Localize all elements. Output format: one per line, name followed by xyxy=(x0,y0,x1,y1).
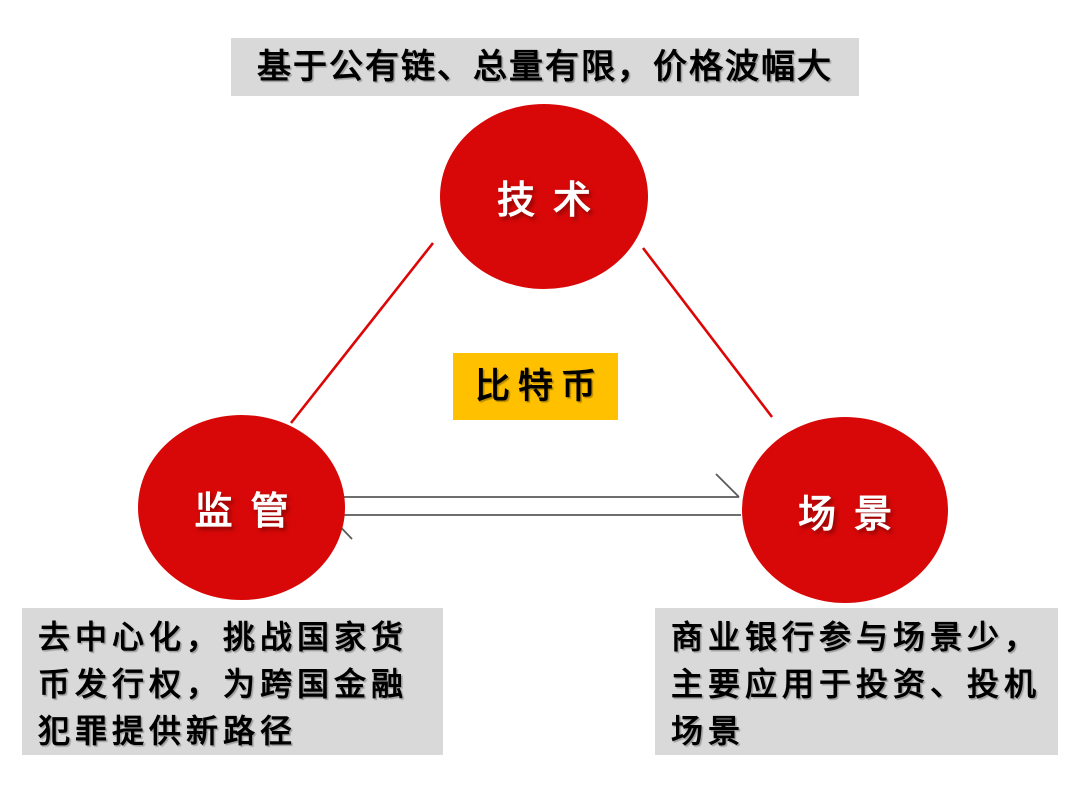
node-regulation-label: 监管 xyxy=(194,488,307,533)
node-scenario: 场景 xyxy=(742,417,948,603)
bitcoin-center-label: 比特币 xyxy=(453,353,618,420)
connector-technology-regulation xyxy=(289,242,435,424)
node-technology-label: 技术 xyxy=(496,177,609,222)
connector-technology-scenario xyxy=(641,247,774,418)
note-technology: 基于公有链、总量有限，价格波幅大 xyxy=(231,38,859,96)
node-regulation: 监管 xyxy=(138,415,345,600)
note-scenario: 商业银行参与场景少， 主要应用于投资、投机 场景 xyxy=(655,608,1058,755)
note-regulation: 去中心化，挑战国家货 币发行权，为跨国金融 犯罪提供新路径 xyxy=(22,608,443,755)
double-arrow-regulation-scenario xyxy=(328,473,741,540)
node-scenario-label: 场景 xyxy=(797,490,910,536)
arrowhead-right-icon xyxy=(715,473,740,498)
node-technology: 技术 xyxy=(440,104,648,289)
